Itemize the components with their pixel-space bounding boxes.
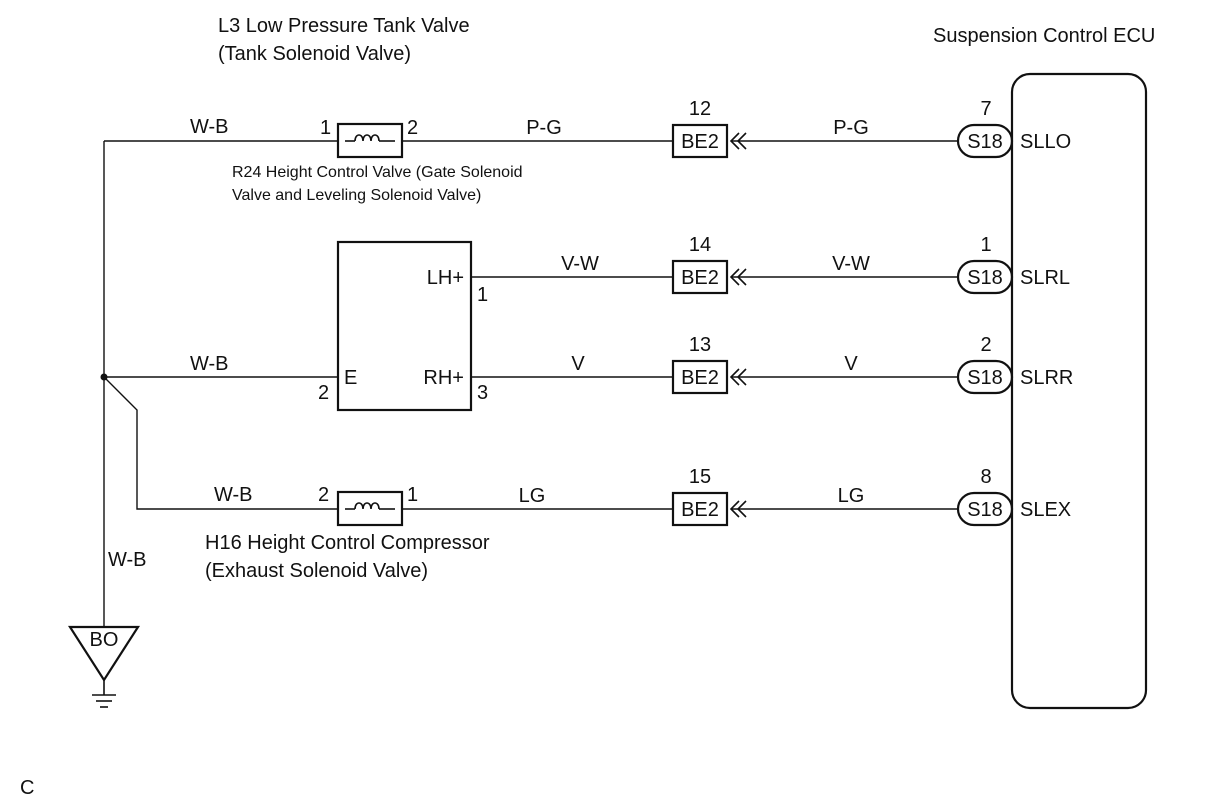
be2-pin-number: 14 bbox=[689, 234, 711, 256]
r24-pin-2: 2 bbox=[318, 382, 329, 404]
solenoid-coil-icon bbox=[354, 502, 380, 510]
ecu-terminal-name: SLEX bbox=[1020, 499, 1071, 521]
circuit-row-sllo: P-G 12 BE2 P-G 7 S18 SLLO bbox=[526, 98, 1071, 159]
ecu-box bbox=[1010, 72, 1148, 710]
s18-connector-label: S18 bbox=[967, 267, 1003, 289]
ecu-terminal-name: SLLO bbox=[1020, 131, 1071, 153]
circuit-row-slrr: V 13 BE2 V 2 S18 SLRR bbox=[571, 334, 1073, 395]
circuit-row-slrl: V-W 14 BE2 V-W 1 S18 SLRL bbox=[561, 234, 1070, 295]
wire-color-left: LG bbox=[519, 485, 546, 507]
be2-connector-label: BE2 bbox=[681, 267, 719, 289]
ground-triangle bbox=[67, 625, 141, 683]
r24-terminal-lh: LH+ bbox=[427, 267, 464, 289]
ecu-terminal-name: SLRL bbox=[1020, 267, 1070, 289]
ecu-pin-number: 8 bbox=[980, 466, 991, 488]
r24-terminal-rh: RH+ bbox=[423, 367, 464, 389]
r24-name-line1: R24 Height Control Valve (Gate Solenoid bbox=[232, 164, 523, 181]
s18-connector-label: S18 bbox=[967, 499, 1003, 521]
ecu-terminal-name: SLRR bbox=[1020, 367, 1073, 389]
be2-connector bbox=[671, 259, 729, 295]
l3-tank-valve: 1 2 bbox=[320, 117, 418, 159]
h16-name-line1: H16 Height Control Compressor bbox=[205, 532, 490, 554]
circuit-row-slex: LG 15 BE2 LG 8 S18 SLEX bbox=[519, 466, 1071, 527]
be2-pin-number: 12 bbox=[689, 98, 711, 120]
be2-connector bbox=[671, 359, 729, 395]
s18-connector-label: S18 bbox=[967, 131, 1003, 153]
wire-color-right: V-W bbox=[832, 253, 870, 275]
be2-connector-label: BE2 bbox=[681, 367, 719, 389]
r24-terminal-e: E bbox=[344, 367, 357, 389]
footer-mark: C bbox=[20, 777, 34, 799]
r24-name-line2: Valve and Leveling Solenoid Valve) bbox=[232, 187, 481, 204]
wire-color-left: P-G bbox=[526, 117, 562, 139]
ground-label: BO bbox=[90, 629, 119, 651]
r24-height-control-valve: LH+ E RH+ 1 2 3 bbox=[318, 240, 488, 412]
r24-pin-3: 3 bbox=[477, 382, 488, 404]
l3-pin-2: 2 bbox=[407, 117, 418, 139]
l3-name-line1: L3 Low Pressure Tank Valve bbox=[218, 15, 470, 37]
h16-compressor-valve: 2 1 bbox=[318, 484, 418, 527]
be2-connector bbox=[671, 491, 729, 527]
h16-pin-1: 1 bbox=[407, 484, 418, 506]
wire-color-left: V bbox=[571, 353, 585, 375]
l3-pin-1: 1 bbox=[320, 117, 331, 139]
be2-connector-label: BE2 bbox=[681, 131, 719, 153]
h16-pin-2: 2 bbox=[318, 484, 329, 506]
r24-pin-1: 1 bbox=[477, 284, 488, 306]
solenoid-coil-icon bbox=[354, 134, 380, 142]
wire-color-ground: W-B bbox=[108, 549, 147, 571]
ecu-pin-number: 2 bbox=[980, 334, 991, 356]
be2-pin-number: 13 bbox=[689, 334, 711, 356]
be2-connector bbox=[671, 123, 729, 159]
ecu-pin-number: 1 bbox=[980, 234, 991, 256]
wire-color-right: LG bbox=[838, 485, 865, 507]
be2-pin-number: 15 bbox=[689, 466, 711, 488]
ecu-title: Suspension Control ECU bbox=[933, 25, 1155, 47]
ground-point-bo: BO bbox=[67, 625, 141, 708]
l3-name-line2: (Tank Solenoid Valve) bbox=[218, 43, 411, 65]
junction-dot bbox=[100, 373, 108, 381]
ecu-pin-number: 7 bbox=[980, 98, 991, 120]
be2-connector-label: BE2 bbox=[681, 499, 719, 521]
wire-color-right: P-G bbox=[833, 117, 869, 139]
wire-color-r24-ground: W-B bbox=[190, 353, 229, 375]
wire-color-h16-ground: W-B bbox=[214, 484, 253, 506]
s18-connector-label: S18 bbox=[967, 367, 1003, 389]
h16-ground-wire bbox=[103, 376, 338, 510]
wire-color-l3-ground: W-B bbox=[190, 116, 229, 138]
wire-color-left: V-W bbox=[561, 253, 599, 275]
h16-name-line2: (Exhaust Solenoid Valve) bbox=[205, 560, 428, 582]
r24-valve-box bbox=[336, 240, 473, 412]
wire-color-right: V bbox=[844, 353, 858, 375]
